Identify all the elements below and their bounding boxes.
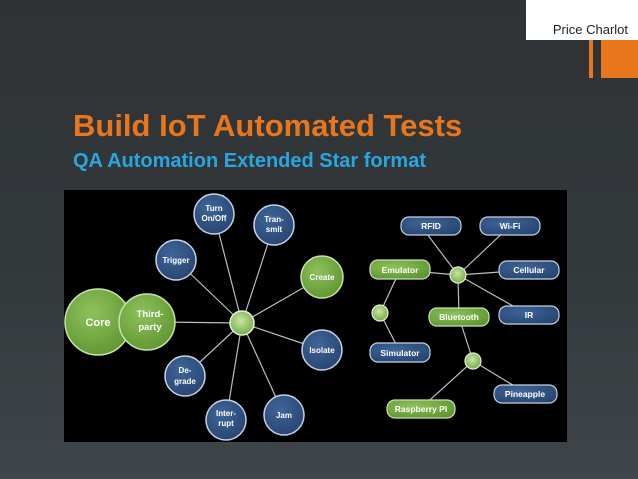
accent-bar-thin [589,40,593,78]
turn-onoff-label-1: Turn [205,204,222,213]
node-rfid [400,216,462,236]
node-pineapple [493,384,558,404]
slide-subtitle: QA Automation Extended Star format [73,150,426,172]
pineapple-label: Pineapple [505,389,545,399]
node-raspberry-pi [386,399,456,419]
node-degrade [164,355,206,397]
transmit-label-1: Tran- [264,215,284,224]
hub-wireless [449,266,467,284]
star-diagram: Core Third- party Turn On/Off Tran- smit… [64,190,567,442]
node-simulator [369,342,431,363]
node-isolate [301,329,343,371]
interrupt-label-1: Inter- [216,409,236,418]
node-emulator [369,259,431,280]
node-third-party [118,293,176,351]
node-create [300,255,344,299]
node-bluetooth [428,307,490,327]
turn-onoff-label-2: On/Off [202,214,227,223]
emulator-label: Emulator [382,265,420,275]
third-party-label-2: party [138,322,162,333]
core-label: Core [85,317,110,329]
interrupt-label-2: rupt [218,419,234,428]
jam-label: Jam [276,411,292,420]
node-jam [263,394,305,436]
node-turn-onoff [193,193,235,235]
rfid-label: RFID [421,221,441,231]
node-wifi [479,216,541,236]
star-diagram-svg: Core Third- party Turn On/Off Tran- smit… [64,193,560,441]
isolate-label: Isolate [309,346,335,355]
accent-bar-thick [601,40,638,78]
hub-nodes [229,266,482,370]
bluetooth-label: Bluetooth [439,312,479,322]
create-label: Create [310,273,335,282]
wifi-label: Wi-Fi [500,221,521,231]
degrade-label-1: De- [179,366,192,375]
third-party-label-1: Third- [137,309,164,320]
author-name: Price Charlot [552,22,628,37]
raspberry-pi-label: Raspberry PI [395,404,447,414]
author-box [526,0,638,40]
hub-bluetooth [464,352,482,370]
ir-label: IR [525,310,534,320]
node-cellular [498,260,560,280]
hub-main [229,310,255,336]
cellular-label: Cellular [513,265,545,275]
trigger-label: Trigger [162,256,189,265]
node-interrupt [205,399,247,441]
node-ir [498,305,560,325]
transmit-label-2: smit [266,225,283,234]
slide-title: Build IoT Automated Tests [73,108,463,143]
simulator-label: Simulator [380,348,420,358]
node-trigger [155,239,197,281]
node-transmit [253,204,295,246]
degrade-label-2: grade [174,377,196,386]
hub-create [371,304,389,322]
